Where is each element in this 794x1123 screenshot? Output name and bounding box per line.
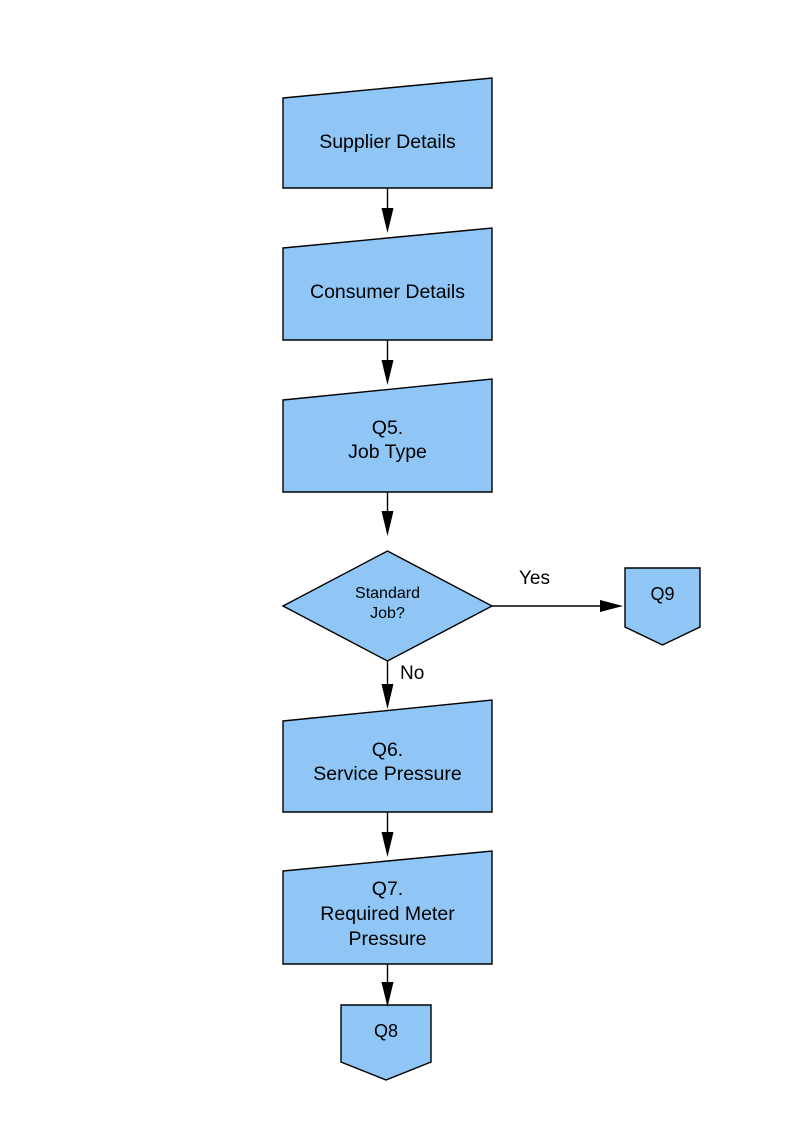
- node-supplier-details[interactable]: [283, 78, 492, 188]
- node-standard-job-decision[interactable]: [283, 551, 492, 661]
- node-q8-shape[interactable]: [340, 1004, 432, 1081]
- node-q7-required-meter-pressure[interactable]: [283, 851, 492, 964]
- node-q6-service-pressure-shape[interactable]: [282, 699, 493, 813]
- edge-decision-to-q9-arrowhead: [600, 600, 623, 612]
- node-q8[interactable]: [341, 1005, 431, 1080]
- edge-q7-to-q8-arrowhead: [381, 982, 394, 1007]
- node-supplier-details-shape[interactable]: [282, 77, 493, 189]
- node-q7-required-meter-pressure-shape[interactable]: [282, 850, 493, 965]
- edge-decision-to-q6-arrowhead: [381, 684, 394, 709]
- node-q9-shape[interactable]: [624, 567, 701, 646]
- node-q5-job-type[interactable]: [283, 379, 492, 492]
- edge-consumer-to-q5-arrowhead: [381, 360, 394, 385]
- node-q9[interactable]: [625, 568, 700, 645]
- edge-q6-to-q7-arrowhead: [381, 832, 394, 857]
- node-consumer-details-shape[interactable]: [282, 227, 493, 341]
- node-q5-job-type-shape[interactable]: [282, 378, 493, 493]
- edge-q5-to-decision-arrowhead: [381, 511, 394, 536]
- node-q6-service-pressure[interactable]: [283, 700, 492, 812]
- node-consumer-details[interactable]: [283, 228, 492, 340]
- edge-supplier-to-consumer-arrowhead: [381, 208, 394, 233]
